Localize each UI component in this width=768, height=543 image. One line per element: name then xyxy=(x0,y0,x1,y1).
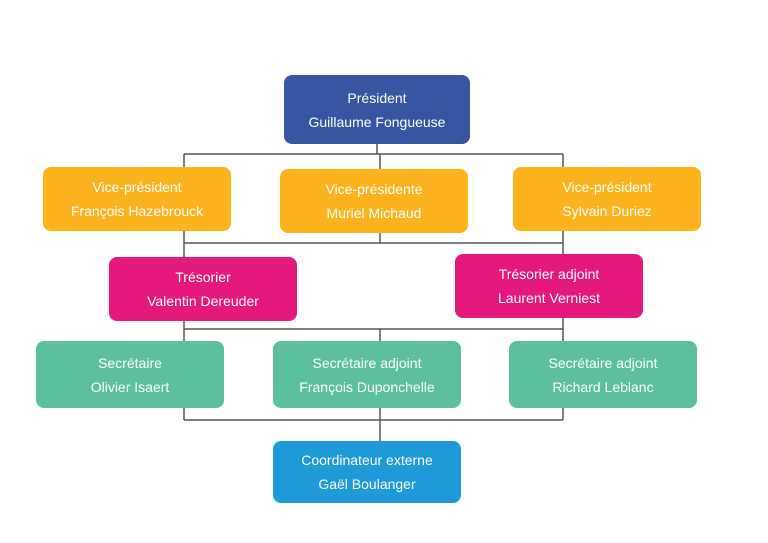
president-name: Guillaume Fongueuse xyxy=(308,113,446,130)
president-role: Président xyxy=(347,89,407,106)
vice-president-role: Vice-présidente xyxy=(325,181,423,197)
treasurer-box: Trésorier Valentin Dereuder xyxy=(109,257,297,321)
secretary-name: Richard Leblanc xyxy=(552,378,654,395)
treasurer-role: Trésorier adjoint xyxy=(498,266,600,282)
vice-president-name: Muriel Michaud xyxy=(326,205,422,221)
secretary-role: Secrétaire xyxy=(98,354,162,371)
coordinator-role: Coordinateur externe xyxy=(301,452,433,468)
vice-president-role: Vice-président xyxy=(92,179,182,195)
secretary-name: François Duponchelle xyxy=(299,378,435,395)
coordinator-name: Gaël Boulanger xyxy=(318,476,416,492)
vice-president-box-3: Vice-président Sylvain Duriez xyxy=(513,167,701,231)
vice-president-name: François Hazebrouck xyxy=(70,203,204,219)
coordinator-box: Coordinateur externe Gaël Boulanger xyxy=(273,441,461,503)
president-box: Président Guillaume Fongueuse xyxy=(284,75,470,144)
vice-president-role: Vice-président xyxy=(562,179,652,195)
treasurer-name: Valentin Dereuder xyxy=(147,293,259,309)
treasurer-name: Laurent Verniest xyxy=(498,290,600,306)
secretary-role: Secrétaire adjoint xyxy=(312,354,422,371)
deputy-treasurer-box: Trésorier adjoint Laurent Verniest xyxy=(455,254,643,318)
secretary-box: Secrétaire Olivier Isaert xyxy=(36,341,224,408)
vice-president-box-2: Vice-présidente Muriel Michaud xyxy=(280,169,468,233)
deputy-secretary-box-2: Secrétaire adjoint Richard Leblanc xyxy=(509,341,697,408)
secretary-name: Olivier Isaert xyxy=(90,378,170,395)
treasurer-role: Trésorier xyxy=(175,269,231,285)
deputy-secretary-box-1: Secrétaire adjoint François Duponchelle xyxy=(273,341,461,408)
secretary-role: Secrétaire adjoint xyxy=(548,354,658,371)
vice-president-name: Sylvain Duriez xyxy=(562,203,652,219)
vice-president-box-1: Vice-président François Hazebrouck xyxy=(43,167,231,231)
